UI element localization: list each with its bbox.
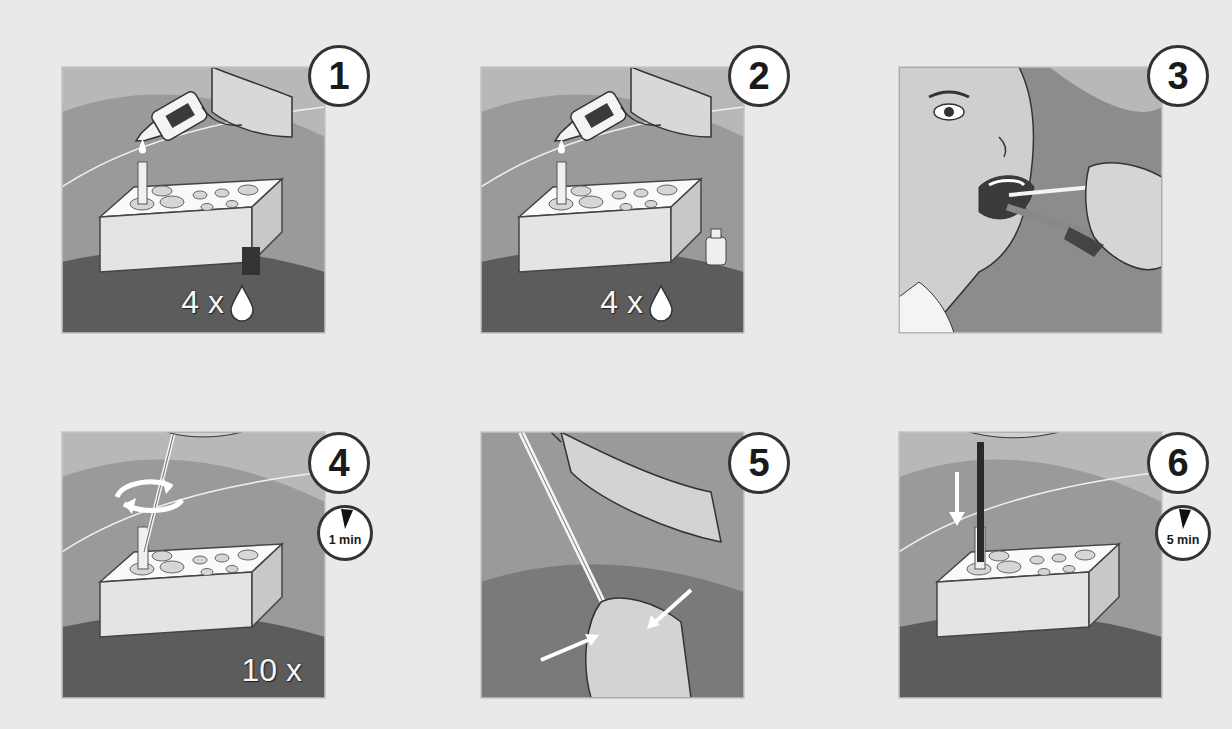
callout-number: 2 (748, 57, 769, 95)
repeat-count: 4 x (600, 286, 643, 318)
step-number: 6 (1147, 432, 1209, 494)
callout-number: 4 (328, 444, 349, 482)
timer-badge: 1 min (317, 505, 373, 561)
timer-badge: 5 min (1155, 505, 1211, 561)
timer-label: 5 min (1167, 534, 1200, 547)
step-number: 1 (308, 45, 370, 107)
timer-label: 1 min (329, 534, 362, 547)
callout-number: 1 (328, 57, 349, 95)
step-number: 4 (308, 432, 370, 494)
callout-number: 6 (1167, 444, 1188, 482)
step-number: 5 (728, 432, 790, 494)
repeat-count: 4 x (181, 286, 224, 318)
repeat-count: 10 x (242, 654, 302, 686)
step-number: 2 (728, 45, 790, 107)
callout-number: 3 (1167, 57, 1188, 95)
step-number: 3 (1147, 45, 1209, 107)
callout-number: 5 (748, 444, 769, 482)
